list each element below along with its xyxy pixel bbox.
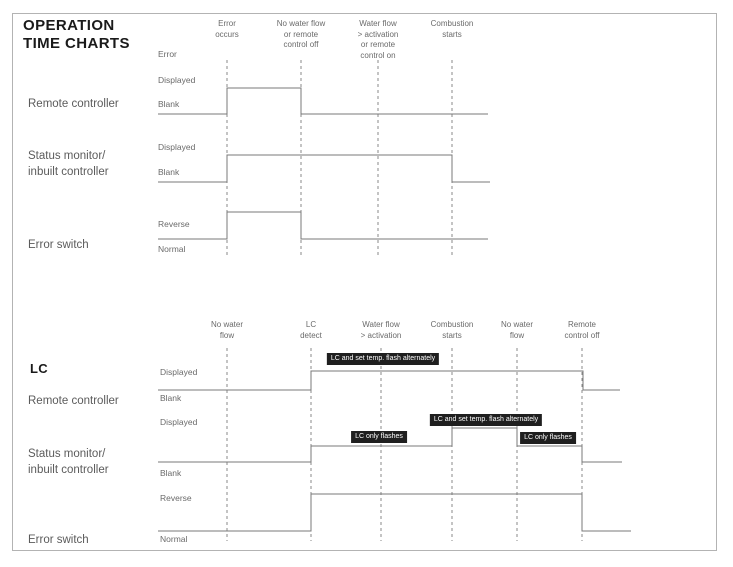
operation-time-chart-level-label: Blank: [158, 167, 180, 177]
lc-time-chart-event-label: Remote control off: [564, 320, 600, 340]
lc-time-chart-error-switch-wave: [158, 493, 631, 532]
operation-time-chart-status-monitor-wave: [158, 154, 490, 183]
lc-time-chart-row-label: Status monitor/ inbuilt controller: [28, 448, 109, 476]
lc-time-chart-event-label: No water flow: [210, 320, 244, 340]
lc-time-chart-level-label: Displayed: [160, 367, 198, 377]
operation-time-chart-error-switch-wave: [158, 211, 488, 240]
operation-time-chart-level-label: Error: [158, 49, 177, 59]
operation-time-chart-event-label: Error occurs: [215, 19, 239, 39]
lc-time-chart-callout: LC only flashes: [351, 431, 407, 443]
lc-time-chart-callout: LC and set temp. flash alternately: [429, 414, 543, 426]
lc-time-chart-level-label: Blank: [160, 468, 182, 478]
lc-time-chart-status-monitor-wave: [158, 427, 622, 463]
operation-time-chart-level-label: Reverse: [158, 219, 190, 229]
operation-time-chart-row-label: Status monitor/ inbuilt controller: [28, 150, 109, 178]
operation-time-chart-level-label: Blank: [158, 99, 180, 109]
page-title: OPERATION TIME CHARTS: [23, 17, 130, 52]
operation-time-chart-level-label: Normal: [158, 244, 186, 254]
lc-time-chart-level-label: Blank: [160, 393, 182, 403]
lc-time-chart-row-label: Remote controller: [28, 395, 119, 407]
lc-time-chart-callout: LC only flashes: [520, 432, 576, 444]
lc-time-chart-event-label: Combustion starts: [430, 320, 474, 340]
operation-time-chart-event-label: No water flow or remote control off: [276, 19, 326, 49]
lc-time-chart-event-label: No water flow: [500, 320, 534, 340]
lc-time-chart-level-label: Displayed: [160, 417, 198, 427]
lc-time-chart-callout: LC and set temp. flash alternately: [326, 353, 440, 365]
operation-time-chart-event-label: Combustion starts: [430, 19, 474, 39]
operation-time-chart-level-label: Displayed: [158, 142, 196, 152]
operation-time-chart-level-label: Displayed: [158, 75, 196, 85]
lc-time-chart-level-label: Reverse: [160, 493, 192, 503]
lc-time-chart-event-label: LC detect: [300, 320, 322, 340]
lc-time-chart-level-label: Normal: [160, 534, 188, 544]
lc-chart-title: LC: [30, 361, 48, 376]
operation-time-chart-remote-controller-wave: [158, 87, 488, 115]
chart-frame: [12, 13, 717, 551]
operation-time-chart-row-label: Remote controller: [28, 98, 119, 110]
operation-time-chart-event-label: Water flow > activation or remote contro…: [357, 19, 399, 60]
lc-time-chart-remote-controller-wave: [158, 370, 620, 391]
lc-time-chart-event-label: Water flow > activation: [360, 320, 402, 340]
operation-time-chart-row-label: Error switch: [28, 239, 89, 251]
lc-time-chart-row-label: Error switch: [28, 534, 89, 546]
